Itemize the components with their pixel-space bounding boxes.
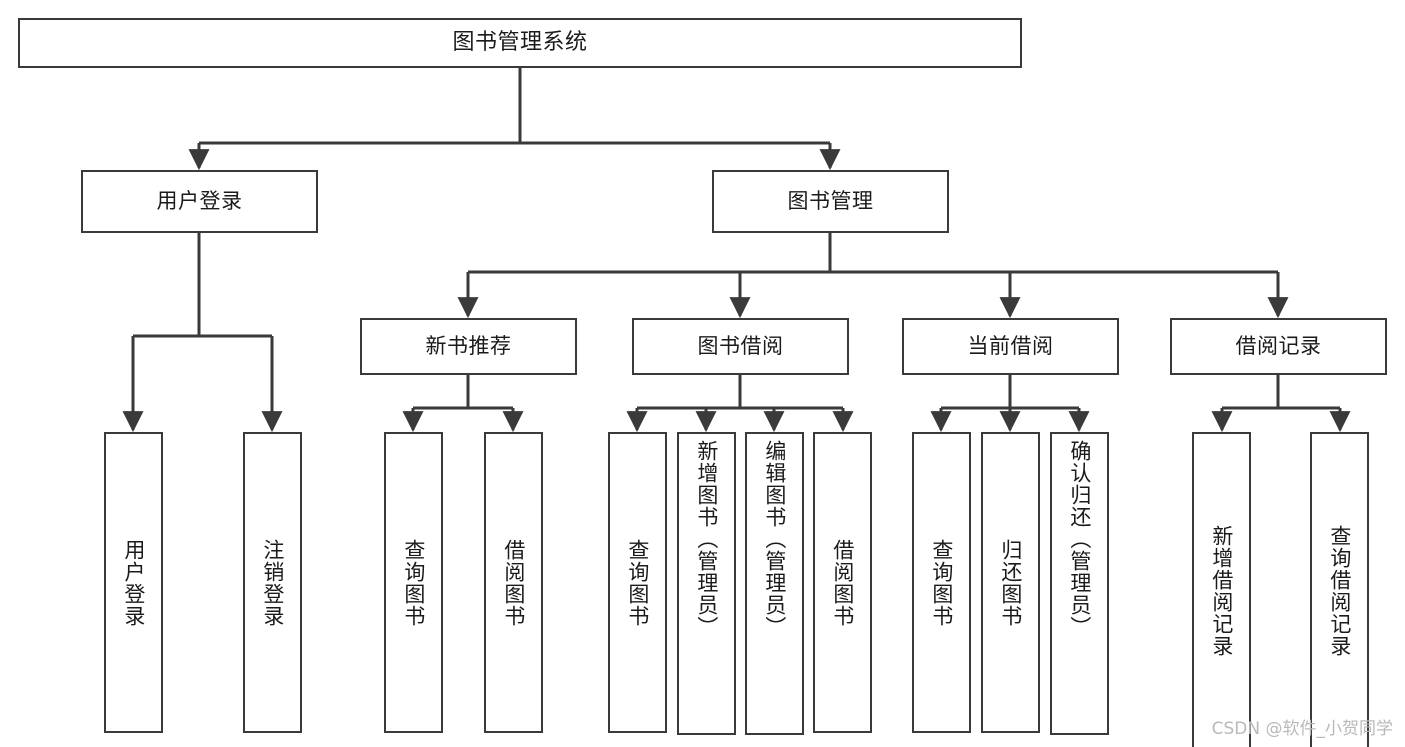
node-label: 新书推荐 bbox=[425, 334, 512, 359]
leaf-borrow-book[interactable]: 借阅图书 bbox=[813, 432, 872, 733]
node-book-borrow[interactable]: 图书借阅 bbox=[632, 318, 849, 375]
node-label: 新增图书（管理员） bbox=[694, 440, 719, 638]
node-root-system[interactable]: 图书管理系统 bbox=[18, 18, 1022, 68]
node-current-borrow[interactable]: 当前借阅 bbox=[902, 318, 1119, 375]
node-label: 用户登录 bbox=[121, 538, 146, 627]
node-label: 图书借阅 bbox=[697, 334, 784, 359]
leaf-return-book[interactable]: 归还图书 bbox=[981, 432, 1040, 733]
leaf-query-borrow-record[interactable]: 查询借阅记录 bbox=[1310, 432, 1369, 747]
node-label: 借阅图书 bbox=[501, 538, 526, 627]
node-label: 查询图书 bbox=[625, 538, 650, 627]
node-book-management[interactable]: 图书管理 bbox=[712, 170, 949, 233]
node-label: 当前借阅 bbox=[967, 334, 1054, 359]
leaf-edit-book-admin[interactable]: 编辑图书（管理员） bbox=[745, 432, 804, 735]
leaf-confirm-return-admin[interactable]: 确认归还（管理员） bbox=[1050, 432, 1109, 735]
node-new-book-recommend[interactable]: 新书推荐 bbox=[360, 318, 577, 375]
leaf-logout[interactable]: 注销登录 bbox=[243, 432, 302, 733]
node-label: 图书管理 bbox=[787, 189, 874, 214]
leaf-add-borrow-record[interactable]: 新增借阅记录 bbox=[1192, 432, 1251, 747]
node-user-login[interactable]: 用户登录 bbox=[81, 170, 318, 233]
csdn-watermark: CSDN @软件_小贺同学 bbox=[1211, 719, 1393, 739]
node-label: 查询图书 bbox=[401, 538, 426, 627]
leaf-user-login[interactable]: 用户登录 bbox=[104, 432, 163, 733]
node-label: 编辑图书（管理员） bbox=[762, 440, 787, 638]
node-label: 确认归还（管理员） bbox=[1067, 440, 1092, 638]
node-label: 查询图书 bbox=[929, 538, 954, 627]
leaf-add-book-admin[interactable]: 新增图书（管理员） bbox=[677, 432, 736, 735]
node-label: 新增借阅记录 bbox=[1209, 525, 1234, 657]
leaf-borrow-book-recommend[interactable]: 借阅图书 bbox=[484, 432, 543, 733]
leaf-query-book-borrow[interactable]: 查询图书 bbox=[608, 432, 667, 733]
node-label: 查询借阅记录 bbox=[1327, 525, 1352, 657]
node-label: 归还图书 bbox=[998, 538, 1023, 627]
node-label: 用户登录 bbox=[156, 189, 243, 214]
node-label: 注销登录 bbox=[260, 538, 285, 627]
node-borrow-record[interactable]: 借阅记录 bbox=[1170, 318, 1387, 375]
node-label: 借阅记录 bbox=[1235, 334, 1322, 359]
node-label: 借阅图书 bbox=[830, 538, 855, 627]
node-label: 图书管理系统 bbox=[452, 29, 588, 55]
leaf-query-book-recommend[interactable]: 查询图书 bbox=[384, 432, 443, 733]
leaf-query-book-current[interactable]: 查询图书 bbox=[912, 432, 971, 733]
